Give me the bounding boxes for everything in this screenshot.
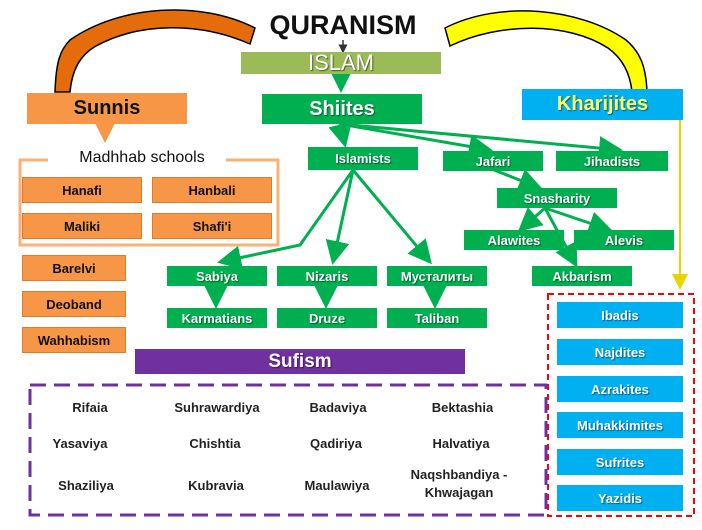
- kharijite-ibadis: Ibadis: [557, 302, 683, 328]
- school-hanafi: Hanafi: [22, 177, 142, 203]
- node-sabiya: Sabiya: [167, 266, 267, 286]
- kharijite-yazidis: Yazidis: [557, 485, 683, 511]
- islam-node: ISLAM: [241, 50, 441, 75]
- node-druze: Druze: [277, 308, 377, 328]
- page-title: QURANISM: [269, 10, 417, 40]
- sufi-order: Shaziliya: [58, 478, 114, 493]
- sufism-node: Sufism: [135, 349, 465, 374]
- node-jihadists: Jihadists: [556, 151, 668, 171]
- sufi-order: Yasaviya: [52, 436, 108, 451]
- sufi-order: Kubravia: [188, 478, 244, 493]
- movement-wahhabism: Wahhabism: [22, 327, 126, 353]
- node-mustaliti: Мусталиты: [387, 266, 487, 286]
- sunnis-node: Sunnis: [27, 93, 187, 124]
- sufi-order: Badaviya: [309, 400, 367, 415]
- right-arc-arrow: [444, 10, 648, 93]
- sufi-order: Suhrawardiya: [174, 400, 260, 415]
- kharijite-group-frame: [547, 293, 695, 517]
- kharijite-azrakites: Azrakites: [557, 376, 683, 402]
- node-nizaris: Nizaris: [277, 266, 377, 286]
- movement-deoband: Deoband: [22, 291, 126, 317]
- node-karmatians: Karmatians: [167, 308, 267, 328]
- node-snasharity: Snasharity: [497, 188, 617, 208]
- node-akbarism: Akbarism: [532, 266, 632, 286]
- node-taliban: Taliban: [387, 308, 487, 328]
- sufi-order: Halvatiya: [432, 436, 490, 451]
- school-shafii: Shafi'i: [152, 213, 272, 239]
- sufi-order: Maulawiya: [304, 478, 370, 493]
- madhhab-bracket: [18, 158, 280, 247]
- school-maliki: Maliki: [22, 213, 142, 239]
- kharijites-node: Kharijites: [522, 89, 683, 120]
- sufi-order: Rifaia: [72, 400, 108, 415]
- node-alawites: Alawites: [464, 230, 564, 250]
- sufi-order: Chishtia: [189, 436, 241, 451]
- kharijite-muhakkimites: Muhakkimites: [557, 412, 683, 438]
- node-jafari: Jafari: [443, 151, 543, 171]
- node-islamists: Islamists: [308, 147, 418, 170]
- movement-barelvi: Barelvi: [22, 255, 126, 281]
- shiites-node: Shiites: [262, 94, 422, 124]
- madhhab-label: Madhhab schools: [58, 149, 226, 167]
- node-alevis: Alevis: [574, 230, 674, 250]
- sufi-order: Bektashia: [431, 400, 494, 415]
- kharijite-najdites: Najdites: [557, 339, 683, 365]
- sufi-order: Qadiriya: [309, 436, 363, 451]
- kharijite-sufrites: Sufrites: [557, 449, 683, 475]
- sufism-order-frame: [28, 383, 548, 517]
- left-arc-arrow: [54, 9, 256, 93]
- sufi-order: Naqshbandiya - Khwajagan: [410, 467, 508, 500]
- school-hanbali: Hanbali: [152, 177, 272, 203]
